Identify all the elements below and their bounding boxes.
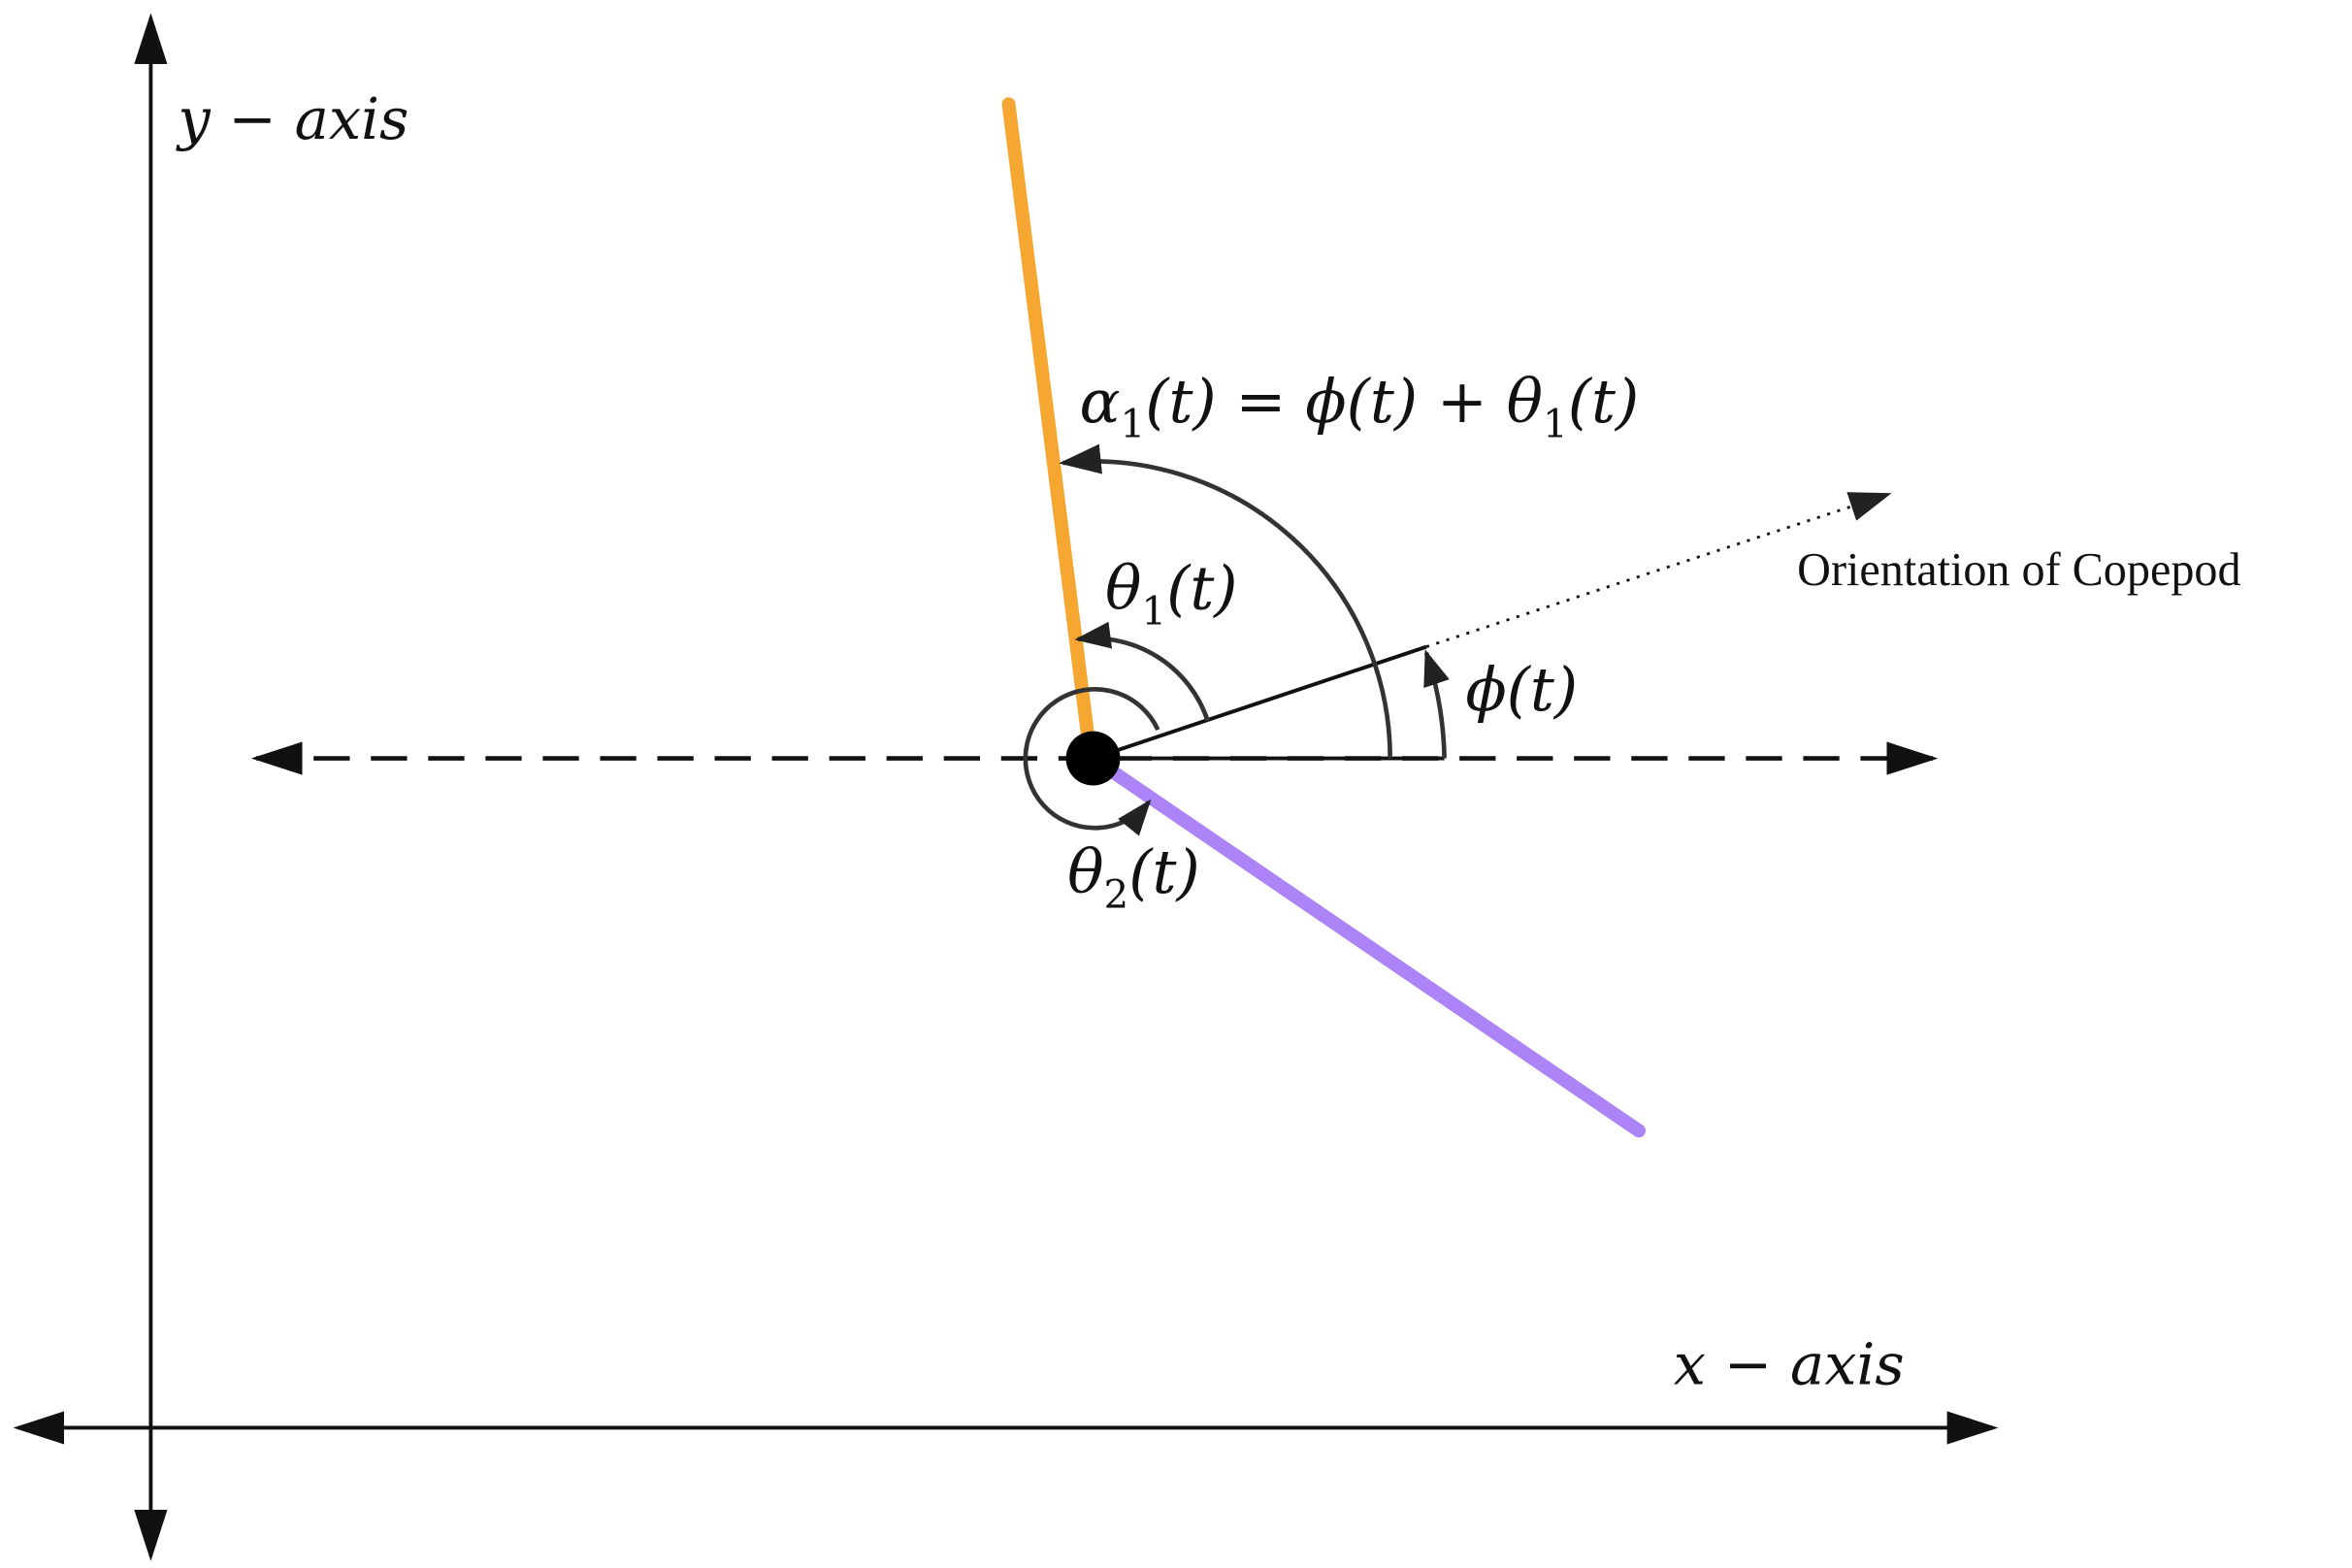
theta2-symbol: θ: [1067, 836, 1103, 907]
orientation-dotted-line: [1425, 492, 1892, 648]
x-axis-label: x − axis: [1674, 1330, 1905, 1397]
theta1-subscript: 1: [1141, 588, 1166, 634]
phi-label: ϕ(t): [1465, 654, 1578, 725]
alpha1-expression-end: (t): [1568, 366, 1639, 437]
theta2-label: θ2(t): [1067, 836, 1200, 918]
appendage-2: [1086, 751, 1647, 1138]
alpha1-theta-subscript: 1: [1543, 402, 1568, 447]
orientation-label: Orientation of Copepod: [1797, 544, 2240, 596]
theta2-argument: (t): [1128, 836, 1199, 907]
pivot-point: [1065, 731, 1121, 786]
theta2-arc: [1023, 687, 1160, 836]
alpha1-arc: [1059, 443, 1392, 759]
alpha1-expression: (t) = ϕ(t) + θ: [1145, 366, 1543, 437]
theta1-symbol: θ: [1105, 553, 1141, 624]
appendage-1: [1001, 97, 1097, 761]
alpha1-symbol: α: [1080, 366, 1121, 437]
theta1-argument: (t): [1166, 553, 1237, 624]
alpha1-label: α1(t) = ϕ(t) + θ1(t): [1080, 366, 1640, 447]
phi-arc: [1423, 649, 1450, 759]
body-orientation-line: [1092, 644, 1427, 761]
theta2-subscript: 2: [1104, 871, 1129, 917]
theta1-label: θ1(t): [1105, 553, 1238, 635]
alpha1-subscript: 1: [1121, 402, 1146, 447]
y-axis-label: y − axis: [175, 85, 408, 152]
theta1-arc: [1074, 621, 1210, 722]
